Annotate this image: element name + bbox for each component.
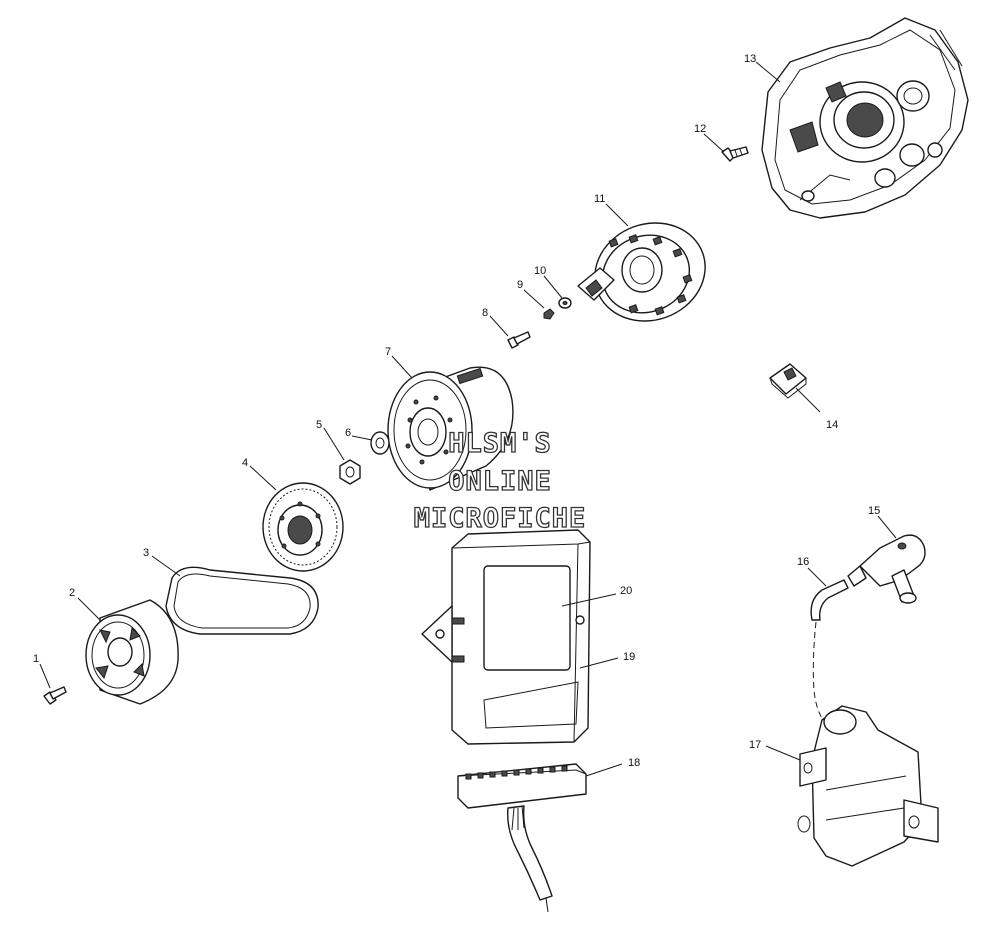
callout-19[interactable]: 19 <box>623 651 635 663</box>
callout-9[interactable]: 9 <box>517 279 523 291</box>
part-8-bolt[interactable] <box>507 331 531 349</box>
part-12-bolt[interactable] <box>721 146 749 162</box>
callout-20[interactable]: 20 <box>620 585 632 597</box>
part-13-housing[interactable] <box>761 17 969 219</box>
callout-11[interactable]: 11 <box>594 193 605 205</box>
part-6-washer[interactable] <box>370 431 390 455</box>
callout-13[interactable]: 13 <box>744 53 756 65</box>
part-19-cdi-box[interactable] <box>421 529 591 745</box>
callout-16[interactable]: 16 <box>797 556 809 568</box>
callout-5[interactable]: 5 <box>316 419 322 431</box>
leader-lines <box>39 61 897 777</box>
part-7-flywheel[interactable] <box>387 366 514 491</box>
watermark: HLSM'S ONLINE MICROFICHE <box>413 427 587 534</box>
part-4-gear[interactable] <box>262 482 344 572</box>
watermark-line-1: HLSM'S <box>448 428 552 459</box>
part-3-belt[interactable] <box>165 566 319 635</box>
callout-labels: 1 2 3 4 5 6 7 8 9 10 11 12 13 14 15 16 1… <box>33 53 880 769</box>
callout-17[interactable]: 17 <box>749 739 761 751</box>
part-15-plug-cap[interactable] <box>847 534 926 604</box>
callout-2[interactable]: 2 <box>69 587 75 599</box>
part-11-stator[interactable] <box>577 208 719 337</box>
lead-path-dashed <box>812 621 827 725</box>
part-2-starter-cup[interactable] <box>85 599 179 705</box>
callout-8[interactable]: 8 <box>482 307 488 319</box>
watermark-line-3: MICROFICHE <box>414 503 587 534</box>
part-16-ht-lead[interactable] <box>810 579 849 621</box>
callout-14[interactable]: 14 <box>826 419 838 431</box>
callout-12[interactable]: 12 <box>694 123 706 135</box>
callout-6[interactable]: 6 <box>345 427 351 439</box>
part-10-washer[interactable] <box>558 297 572 309</box>
watermark-line-2: ONLINE <box>448 466 552 497</box>
part-17-ignition-coil[interactable] <box>797 705 939 867</box>
callout-18[interactable]: 18 <box>628 757 640 769</box>
part-18-connector[interactable] <box>457 763 587 913</box>
part-5-nut[interactable] <box>339 459 361 485</box>
callout-10[interactable]: 10 <box>534 265 546 277</box>
connector-pins <box>465 765 568 780</box>
part-1-bolt[interactable] <box>43 686 67 705</box>
part-14-clip[interactable] <box>769 363 807 399</box>
callout-15[interactable]: 15 <box>868 505 880 517</box>
callout-1[interactable]: 1 <box>33 653 39 665</box>
callout-3[interactable]: 3 <box>143 547 149 559</box>
part-9-nut[interactable] <box>543 308 555 320</box>
callout-7[interactable]: 7 <box>385 346 391 358</box>
callout-4[interactable]: 4 <box>242 457 248 469</box>
